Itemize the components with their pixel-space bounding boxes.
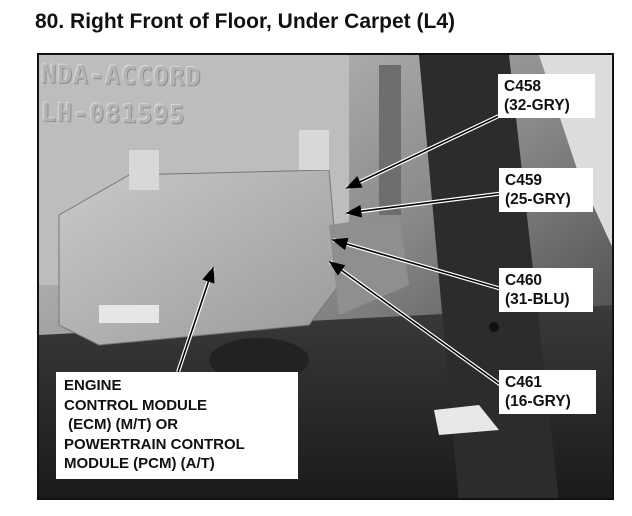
module-label-line: CONTROL MODULE (64, 396, 208, 414)
callout-c458: C458 (32-GRY) (498, 74, 595, 118)
callout-c459: C459 (25-GRY) (499, 168, 593, 212)
callout-c461: C461 (16-GRY) (499, 370, 596, 414)
connector-id: C461 (505, 374, 543, 391)
connector-id: C459 (505, 172, 543, 189)
connector-id: C458 (504, 78, 542, 95)
module-label-line: MODULE (PCM) (A/T) (64, 455, 215, 472)
embossed-lettering-line-2: LH-081595 (40, 97, 186, 130)
module-label-line: (ECM) (M/T) OR (64, 416, 179, 433)
module-label-line: POWERTRAIN CONTROL (64, 435, 245, 453)
callout-c460: C460 (31-BLU) (499, 268, 593, 312)
connector-id: C460 (505, 272, 543, 289)
connector-spec: (25-GRY) (505, 191, 571, 208)
connector-spec: (32-GRY) (504, 97, 570, 114)
module-label-line: ENGINE (64, 377, 122, 394)
connector-spec: (31-BLU) (505, 291, 570, 308)
module-label: ENGINE CONTROL MODULE (ECM) (M/T) OR POW… (56, 372, 298, 479)
embossed-lettering-line-1: NDA-ACCORD (40, 59, 202, 92)
connector-spec: (16-GRY) (505, 393, 571, 410)
page-title: 80. Right Front of Floor, Under Carpet (… (35, 10, 455, 33)
